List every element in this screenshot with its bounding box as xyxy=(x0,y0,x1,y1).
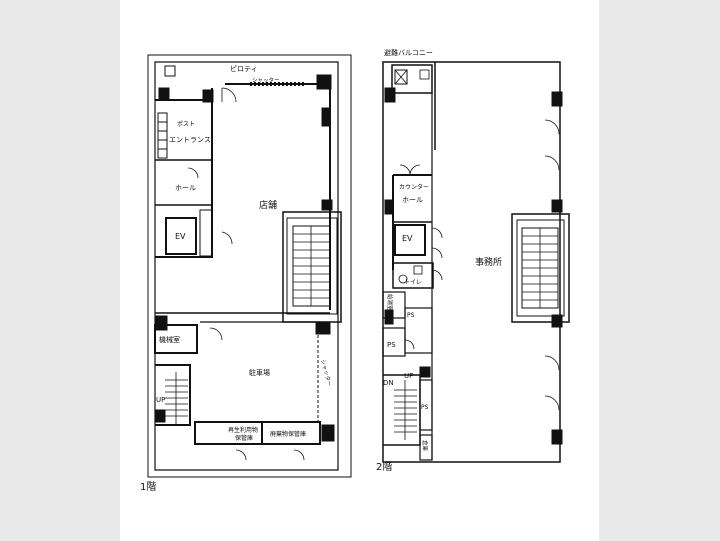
floor2-ps-left xyxy=(382,327,406,357)
floor2-ps-right xyxy=(419,379,433,431)
floor1-label-parking: 駐車場 xyxy=(249,368,270,377)
floor1-label-recyclables-2: 保管庫 xyxy=(235,434,253,442)
floor2-label-hall: ホール xyxy=(402,196,423,204)
floor2-label-kitchen: 給湯室 xyxy=(386,294,394,311)
floor2-toilet xyxy=(392,262,434,289)
floor1-labels: ピロティ シャッター ポスト エントランス ホール 店舗 EV 機械室 駐車場 … xyxy=(156,65,334,442)
floor1-entrance-block xyxy=(155,99,213,258)
floor2-label-counter: カウンター xyxy=(399,183,429,191)
floor2-label-ps-left: PS xyxy=(387,341,396,349)
floor1-stair-core xyxy=(282,211,342,323)
floor1-label-ev: EV xyxy=(175,232,186,241)
floor1-label-hall: ホール xyxy=(175,184,196,192)
floor2-label-ps-top: PS xyxy=(407,312,415,319)
floor2-label-toilet: トイレ xyxy=(404,279,422,286)
floor1-label-stairs-up: UP xyxy=(156,396,165,404)
floor1-elevator xyxy=(165,217,197,255)
floor-plan-sheet xyxy=(120,0,599,541)
floor2-elevator xyxy=(394,224,426,256)
floor2-plan xyxy=(382,61,570,463)
floor1-label-shutter-side: シャッター xyxy=(319,358,334,387)
floor1-parking-stair xyxy=(155,364,191,426)
floor1-label-entrance: エントランス xyxy=(169,136,211,144)
floor2-label-balcony: 避難バルコニー xyxy=(384,48,433,57)
floor2-label-ps-right: PS xyxy=(421,404,429,411)
floor2-label-up: UP xyxy=(404,372,413,380)
floor1-column xyxy=(316,74,332,90)
floor2-evacuation-balcony xyxy=(391,64,433,94)
floor1-label-recyclables: 再生利用物 xyxy=(228,426,258,434)
floor1-label-machine-room: 機械室 xyxy=(159,335,180,344)
floor1-machine-room xyxy=(154,324,198,354)
floor2-caption: 2階 xyxy=(376,461,392,473)
floor1-caption: 1階 xyxy=(140,481,156,493)
floor2-storage xyxy=(419,434,433,461)
floor2-stair-core xyxy=(511,213,570,323)
floor2-labels: 避難バルコニー カウンター ホール EV 事務所 トイレ 給湯室 PS PS P… xyxy=(383,48,502,452)
floor1-label-post: ポスト xyxy=(177,120,195,128)
floor1-label-shutter-top: シャッター xyxy=(252,76,280,84)
floor1-storage-rooms xyxy=(194,421,321,445)
floor2-label-ev: EV xyxy=(402,234,413,243)
floor1-label-waste: 廃棄物保管庫 xyxy=(270,430,306,438)
floor1-plan xyxy=(147,54,352,478)
floor2-label-office: 事務所 xyxy=(475,256,502,268)
floor1-store-wall xyxy=(225,83,331,310)
floor1-post-box xyxy=(157,112,168,159)
floor1-label-piloti: ピロティ xyxy=(230,65,258,73)
floor1-label-store: 店舗 xyxy=(259,199,277,211)
floor2-label-dn: DN xyxy=(383,379,394,387)
floor1-site-boundary xyxy=(147,54,352,478)
floor2-label-storage: 倉庫 xyxy=(421,440,429,452)
